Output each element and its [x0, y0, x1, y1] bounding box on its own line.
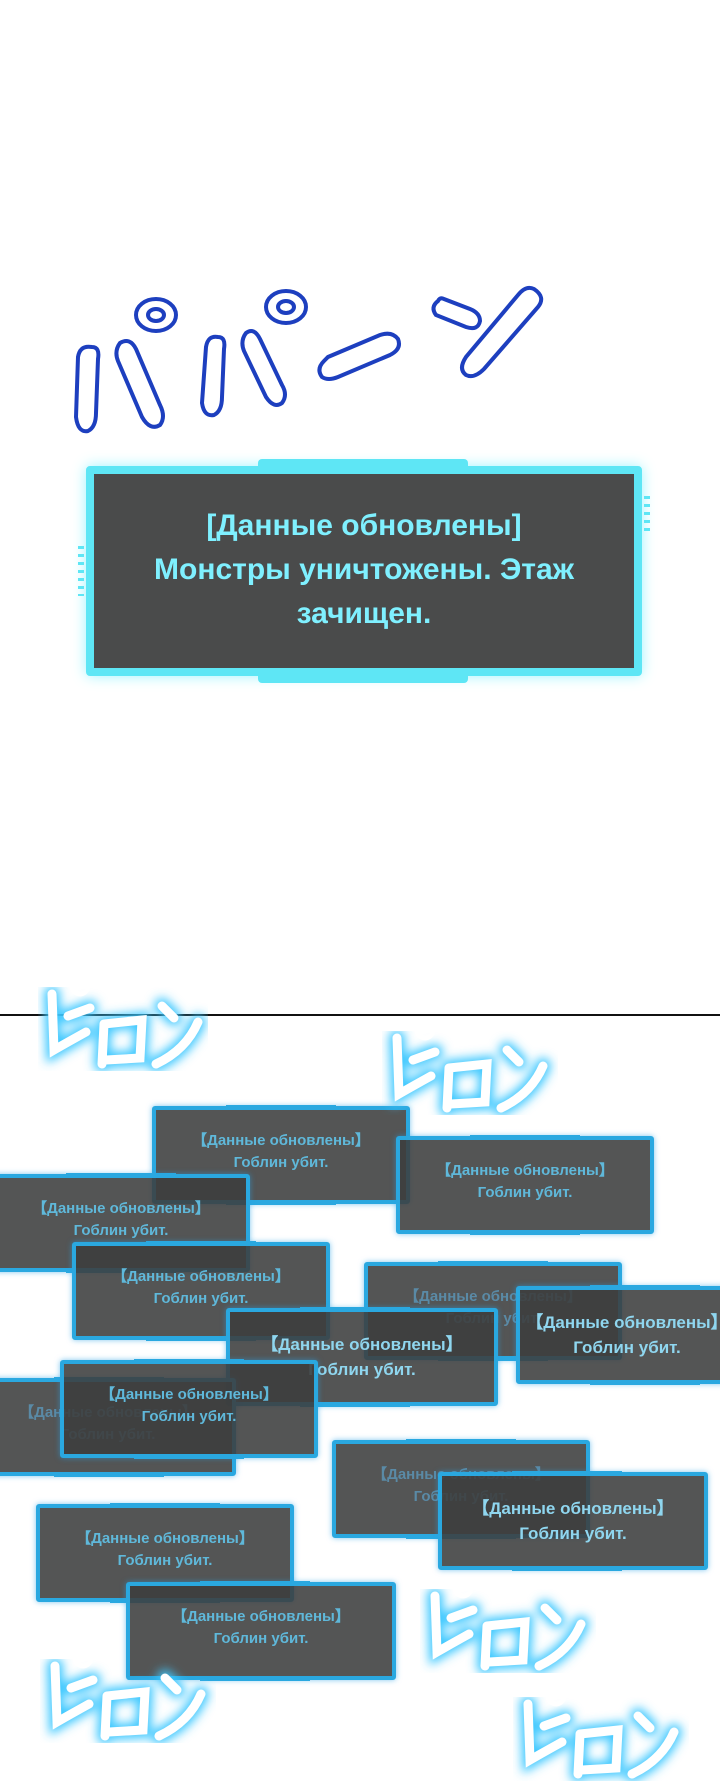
system-window-main: [Данные обновлены] Монстры уничтожены. Э…: [78, 459, 650, 683]
notification-text: Гоблин убит.: [141, 1408, 237, 1425]
system-message: [Данные обновлены] Монстры уничтожены. Э…: [86, 504, 642, 636]
sfx-piron: [520, 1685, 682, 1782]
system-message-line2: Монстры уничтожены. Этаж: [154, 553, 574, 586]
sfx-piron: [47, 1647, 209, 1744]
sfx-piron: [389, 1019, 551, 1116]
notification-text: Гоблин убит.: [519, 1524, 627, 1543]
frame-ticks-left: [78, 546, 84, 596]
notification-title: 【Данные обновлены】: [76, 1530, 254, 1547]
notification-title: 【Данные обновлены】: [436, 1162, 614, 1179]
panel-divider: [0, 1014, 720, 1017]
notification-title: 【Данные обновлены】: [192, 1132, 370, 1149]
notification-box: 【Данные обновлены】 Гоблин убит.: [72, 1241, 330, 1341]
sfx-piron: [427, 1577, 589, 1674]
frame-tab-bottom: [258, 675, 468, 683]
notification-box: 【Данные обновлены】 Гоблин убит.: [60, 1359, 318, 1459]
notification-text: Гоблин убит.: [308, 1360, 416, 1379]
sfx-papaan: [73, 285, 544, 434]
notification-title: 【Данные обновлены】: [172, 1608, 350, 1625]
notification-text: Гоблин убит.: [117, 1552, 213, 1569]
comic-panel-top: [Данные обновлены] Монстры уничтожены. Э…: [73, 285, 650, 683]
notification-title: 【Данные обновлены】: [526, 1313, 720, 1332]
notification-title: 【Данные обновлены】: [112, 1268, 290, 1285]
notification-box: 【Данные обновлены】 Гоблин убит.: [226, 1307, 498, 1407]
comic-panel-bottom: 【Данные обновлены】 Гоблин убит. 【Данные о…: [0, 975, 720, 1789]
notification-text: Гоблин убит.: [477, 1184, 573, 1201]
notification-box: 【Данные обновлены】 Гоблин убит.: [396, 1135, 654, 1235]
system-message-line3: зачищен.: [296, 597, 432, 630]
notification-title: 【Данные обновлены】: [100, 1386, 278, 1403]
notification-title: 【Данные обновлены】: [261, 1335, 463, 1354]
notification-text: Гоблин убит.: [233, 1154, 329, 1171]
sfx-piron: [44, 975, 206, 1072]
notification-box: 【Данные обновлены】 Гоблин убит.: [126, 1581, 396, 1681]
notification-text: Гоблин убит.: [213, 1630, 309, 1647]
notification-box: 【Данные обновлены】 Гоблин убит.: [438, 1471, 708, 1571]
system-message-line1: [Данные обновлены]: [206, 509, 522, 542]
notification-title: 【Данные обновлены】: [32, 1200, 210, 1217]
notification-text: Гоблин убит.: [153, 1290, 249, 1307]
notification-text: Гоблин убит.: [573, 1338, 681, 1357]
notification-text: Гоблин убит.: [73, 1222, 169, 1239]
frame-tab-top: [258, 459, 468, 467]
notification-box: 【Данные обновлены】 Гоблин убит.: [516, 1285, 720, 1385]
frame-ticks-right: [644, 496, 650, 536]
notification-title: 【Данные обновлены】: [472, 1499, 674, 1518]
system-window-frame: [86, 466, 642, 676]
